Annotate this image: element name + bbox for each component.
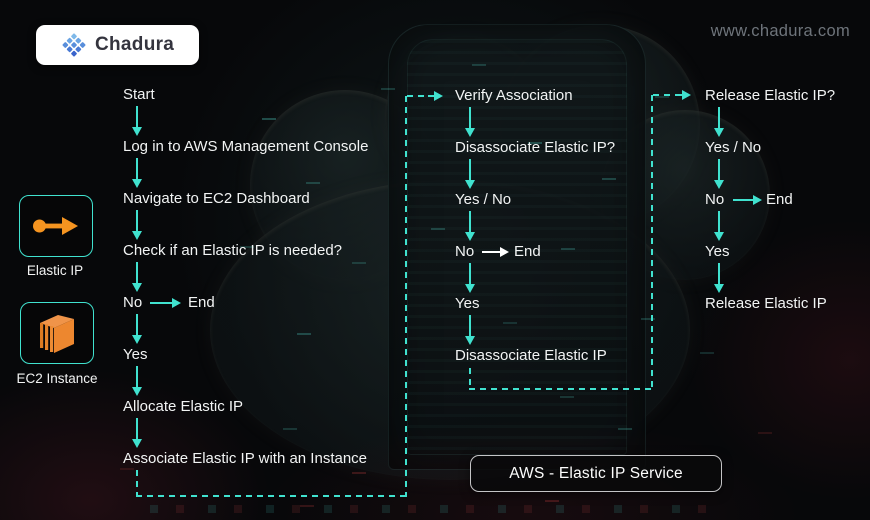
legend-elastic-ip-label: Elastic IP: [26, 263, 84, 278]
dashed-connector: [469, 368, 471, 390]
dashed-connector: [136, 495, 407, 497]
flow-node-disassociate-q: Disassociate Elastic IP?: [455, 139, 616, 156]
flow-node-end: End: [188, 294, 215, 311]
down-arrow-icon: [714, 211, 724, 241]
service-title-badge: AWS - Elastic IP Service: [470, 455, 722, 492]
down-arrow-icon: [465, 211, 475, 241]
flow-node-yes: Yes: [705, 243, 730, 260]
flow-node-release: Release Elastic IP: [705, 295, 827, 312]
flow-node-yes-no: Yes / No: [455, 191, 512, 208]
logo-wordmark: Chadura: [95, 34, 175, 55]
flow-node-login: Log in to AWS Management Console: [123, 138, 369, 155]
flow-node-verify: Verify Association: [455, 87, 573, 104]
server-rack-art: [388, 24, 646, 470]
legend-elastic-ip-box: [19, 195, 93, 257]
flow-node-no: No: [705, 191, 725, 208]
flow-node-start: Start: [123, 86, 155, 103]
flow-node-yes: Yes: [455, 295, 480, 312]
down-arrow-icon: [132, 314, 142, 344]
service-title: AWS - Elastic IP Service: [509, 464, 683, 482]
flow-node-no: No: [455, 243, 475, 260]
down-arrow-icon: [465, 107, 475, 137]
flow-node-release-q: Release Elastic IP?: [705, 87, 836, 104]
right-arrow-white-icon: [482, 247, 509, 257]
down-arrow-icon: [465, 315, 475, 345]
legend-ec2-box: [20, 302, 94, 364]
ec2-cube-icon: [36, 311, 78, 355]
flow-node-navigate: Navigate to EC2 Dashboard: [123, 190, 310, 207]
down-arrow-icon: [714, 159, 724, 189]
flow-node-yes: Yes: [123, 346, 148, 363]
right-arrow-icon: [428, 91, 443, 101]
right-arrow-icon: [150, 298, 181, 308]
led-strip-art: [150, 505, 710, 513]
flow-node-end: End: [514, 243, 541, 260]
down-arrow-icon: [132, 366, 142, 396]
down-arrow-icon: [714, 263, 724, 293]
chadura-diamond-icon: [61, 32, 87, 58]
down-arrow-icon: [132, 106, 142, 136]
dashed-connector: [653, 94, 676, 96]
dashed-connector: [405, 96, 407, 497]
down-arrow-icon: [465, 159, 475, 189]
flow-node-allocate: Allocate Elastic IP: [123, 398, 244, 415]
right-arrow-icon: [733, 195, 762, 205]
elastic-ip-arrow-icon: [32, 213, 80, 239]
flow-node-no: No: [123, 294, 143, 311]
dashed-connector: [136, 470, 138, 497]
flow-node-check: Check if an Elastic IP is needed?: [123, 242, 343, 259]
website-url: www.chadura.com: [710, 22, 850, 40]
flow-node-yes-no: Yes / No: [705, 139, 762, 156]
chadura-logo: Chadura: [36, 25, 199, 65]
down-arrow-icon: [132, 262, 142, 292]
flow-node-associate: Associate Elastic IP with an Instance: [123, 450, 368, 467]
down-arrow-icon: [132, 418, 142, 448]
down-arrow-icon: [132, 158, 142, 188]
flow-node-end: End: [766, 191, 793, 208]
dashed-connector: [469, 388, 653, 390]
legend-ec2-label: EC2 Instance: [16, 371, 98, 386]
dashed-connector: [651, 95, 653, 390]
down-arrow-icon: [132, 210, 142, 240]
right-arrow-icon: [676, 90, 691, 100]
down-arrow-icon: [465, 263, 475, 293]
down-arrow-icon: [714, 107, 724, 137]
flow-node-disassociate: Disassociate Elastic IP: [455, 347, 607, 364]
digital-rain-sparks-red: [0, 0, 14, 2]
dashed-connector: [407, 95, 428, 97]
